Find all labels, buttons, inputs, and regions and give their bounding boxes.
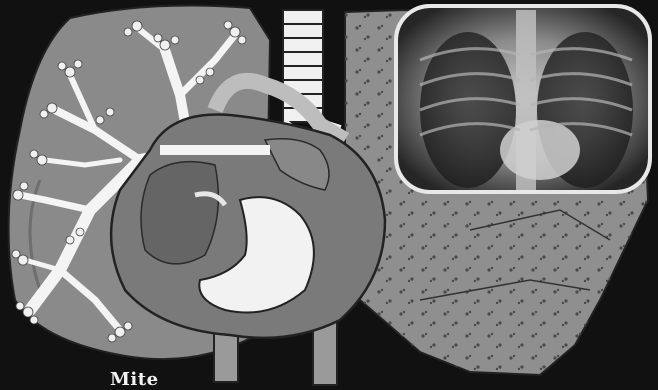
heart [111,114,385,337]
figure-caption: Mite [110,369,159,390]
chest-xray-inset [396,6,650,192]
